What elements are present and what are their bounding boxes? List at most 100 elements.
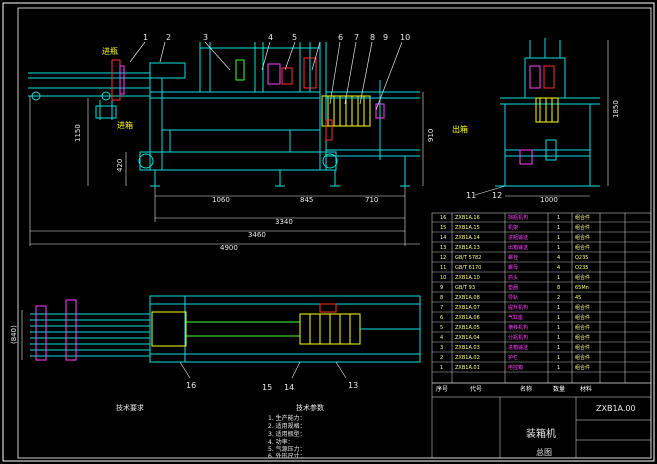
tech-requirements-title: 技术要求	[116, 403, 144, 412]
parts-cell-no: 14	[440, 235, 446, 241]
front-callouts: 1 2 3 4 5 6 7 8 9 10	[143, 33, 410, 42]
parts-cell-mat: 组合件	[575, 234, 590, 241]
parts-cell-no: 13	[440, 245, 446, 251]
parts-cell-mat: Q235	[575, 255, 588, 261]
parts-cell-code: ZXB1A.05	[455, 325, 480, 331]
parts-cell-qty: 2	[557, 295, 560, 301]
tech-param-1: 1. 生产能力：	[268, 414, 306, 422]
parts-cell-name: 护栏	[508, 354, 518, 361]
parts-cell-name: 横移机构	[508, 324, 528, 331]
callout-7: 7	[354, 33, 359, 42]
parts-cell-no: 3	[440, 345, 443, 351]
parts-header-cell: 代号	[470, 385, 482, 393]
parts-cell-mat: Q235	[575, 265, 588, 271]
parts-header-cell: 序号	[436, 385, 448, 393]
parts-cell-code: ZXB1A.06	[455, 315, 480, 321]
callout-8: 8	[370, 33, 375, 42]
dim-840: (840)	[10, 325, 18, 344]
tech-notes: 技术要求 技术参数 1. 生产能力： 2. 适用规格： 3. 适用瓶型： 4. …	[116, 403, 324, 460]
tech-param-5: 5. 气源压力：	[268, 445, 306, 453]
parts-cell-mat: 组合件	[575, 324, 590, 331]
parts-cell-code: ZXB1A.16	[455, 215, 480, 221]
drawing-title: 装箱机	[526, 427, 556, 440]
plan-dimensions	[21, 310, 347, 379]
label-box-out: 出箱	[452, 124, 468, 134]
callout-13: 13	[348, 381, 358, 390]
parts-cell-no: 7	[440, 305, 443, 311]
dim-1060: 1060	[212, 196, 230, 204]
dim-1000: 1000	[540, 196, 558, 204]
parts-header-cell: 材料	[580, 385, 592, 393]
parts-cell-name: 垫圈	[508, 284, 518, 291]
parts-cell-qty: 4	[557, 265, 560, 271]
parts-cell-qty: 8	[557, 285, 560, 291]
callout-16: 16	[186, 381, 196, 390]
parts-cell-qty: 1	[557, 235, 560, 241]
plan-callouts: (840) 16 15 14 13	[10, 325, 358, 392]
parts-cell-code: ZXB1A.04	[455, 335, 480, 341]
parts-cell-name: 抓头	[508, 274, 518, 281]
parts-cell-code: GB/T 5782	[455, 255, 481, 261]
parts-cell-qty: 1	[557, 315, 560, 321]
parts-cell-qty: 1	[557, 335, 560, 341]
front-dimensions	[29, 92, 424, 246]
parts-cell-name: 分瓶机构	[508, 334, 528, 341]
parts-cell-no: 8	[440, 295, 443, 301]
parts-header-cell: 数量	[553, 385, 565, 393]
parts-cell-code: ZXB1A.02	[455, 355, 480, 361]
dim-3340: 3340	[275, 218, 293, 226]
parts-cell-code: ZXB1A.10	[455, 275, 480, 281]
callout-2: 2	[166, 33, 171, 42]
parts-cell-no: 6	[440, 315, 443, 321]
callout-6: 6	[338, 33, 343, 42]
tech-param-2: 2. 适用规格：	[268, 422, 306, 430]
parts-cell-name: 机架	[508, 224, 518, 231]
dim-4900: 4900	[220, 244, 238, 252]
dim-710: 710	[365, 196, 378, 204]
plan-view	[30, 295, 421, 363]
callout-12: 12	[492, 191, 502, 200]
parts-cell-name: 导轨	[508, 294, 518, 301]
parts-cell-mat: 组合件	[575, 344, 590, 351]
drawing-number: ZXB1A.00	[596, 404, 636, 413]
parts-cell-no: 5	[440, 325, 443, 331]
parts-cell-mat: 45	[575, 295, 581, 301]
parts-cell-mat: 65Mn	[575, 285, 589, 291]
parts-cell-mat: 组合件	[575, 244, 590, 251]
parts-cell-qty: 1	[557, 355, 560, 361]
parts-cell-name: 螺栓	[508, 254, 518, 261]
callout-14: 14	[284, 383, 294, 392]
parts-cell-mat: 组合件	[575, 334, 590, 341]
parts-cell-mat: 组合件	[575, 364, 590, 371]
tech-param-6: 6. 外形尺寸：	[268, 452, 306, 460]
parts-cell-code: ZXB1A.14	[455, 235, 480, 241]
dim-420: 420	[116, 159, 124, 172]
parts-cell-no: 16	[440, 215, 446, 221]
dim-1150: 1150	[74, 124, 82, 142]
parts-cell-name: 提升机构	[508, 304, 528, 311]
callout-10: 10	[400, 33, 410, 42]
title-block	[431, 382, 652, 459]
dim-3460: 3460	[248, 231, 266, 239]
callout-11: 11	[466, 191, 476, 200]
parts-cell-code: ZXB1A.13	[455, 245, 480, 251]
parts-cell-name: 进箱输送	[508, 344, 528, 351]
callout-5: 5	[292, 33, 297, 42]
dim-845: 845	[300, 196, 313, 204]
callout-15: 15	[262, 383, 272, 392]
parts-cell-name: 出箱输送	[508, 244, 528, 251]
parts-cell-code: ZXB1A.03	[455, 345, 480, 351]
parts-cell-mat: 组合件	[575, 224, 590, 231]
parts-cell-qty: 1	[557, 345, 560, 351]
callout-3: 3	[203, 33, 208, 42]
parts-cell-qty: 1	[557, 365, 560, 371]
parts-cell-qty: 1	[557, 245, 560, 251]
drawing-view: 总图	[536, 447, 552, 457]
parts-cell-no: 4	[440, 335, 443, 341]
parts-cell-qty: 1	[557, 325, 560, 331]
parts-cell-mat: 组合件	[575, 314, 590, 321]
parts-cell-qty: 1	[557, 275, 560, 281]
